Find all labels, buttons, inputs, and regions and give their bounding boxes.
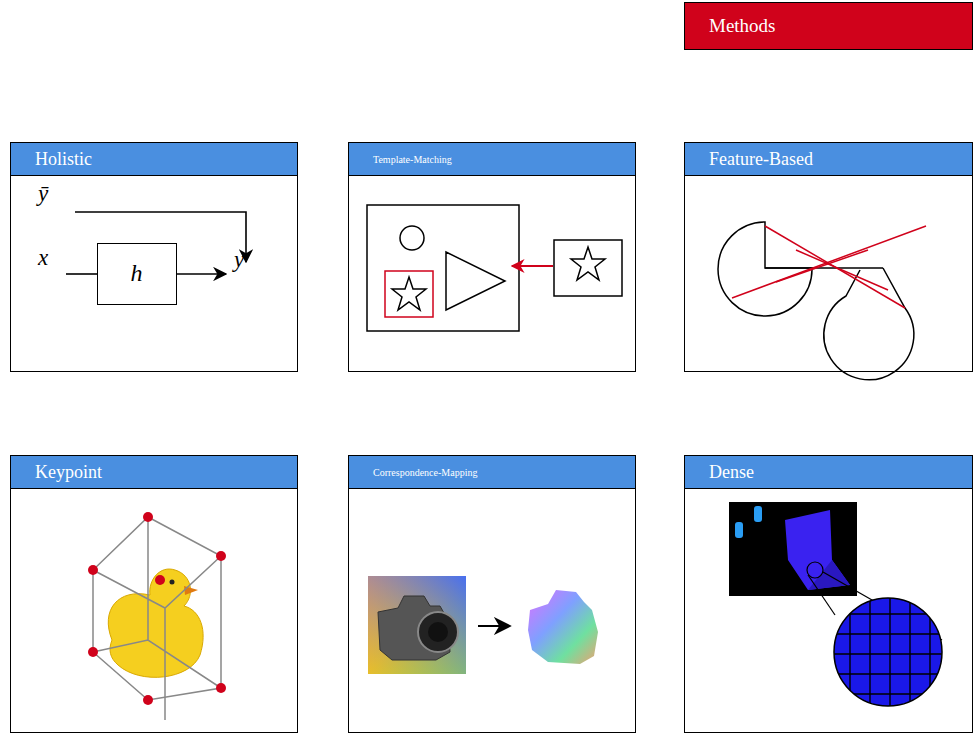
panel-title: Keypoint <box>35 462 102 483</box>
method-panel: Dense <box>684 455 973 733</box>
banner-title: Methods <box>709 15 776 37</box>
panel-header: Correspondence-Mapping <box>349 456 635 489</box>
function-box: h <box>97 243 177 305</box>
panel-header: Holistic <box>11 143 297 176</box>
keypoint-art <box>88 512 226 720</box>
section-banner: Methods <box>684 2 973 50</box>
function-name: h <box>131 260 143 287</box>
signal-label: x <box>38 245 48 271</box>
method-panel: Keypoint <box>10 455 298 733</box>
feature-based-art <box>718 222 926 380</box>
panel-title: Feature-Based <box>709 149 813 170</box>
method-panel: Correspondence-Mapping <box>348 455 636 733</box>
dense-art <box>729 502 945 710</box>
panel-title: Holistic <box>35 149 92 170</box>
method-panel: Feature-Based <box>684 142 973 372</box>
signal-label: ȳ <box>38 181 48 207</box>
method-panel: Template-Matching <box>348 142 636 372</box>
panel-header: Dense <box>685 456 972 489</box>
signal-label: y <box>234 247 244 273</box>
panel-header: Feature-Based <box>685 143 972 176</box>
panel-title: Correspondence-Mapping <box>373 467 477 478</box>
panel-title: Template-Matching <box>373 154 452 165</box>
method-panel: Holistic h <box>10 142 298 372</box>
panel-header: Template-Matching <box>349 143 635 176</box>
panel-header: Keypoint <box>11 456 297 489</box>
template-matching-art <box>367 205 622 331</box>
correspondence-art <box>368 576 598 674</box>
panel-title: Dense <box>709 462 754 483</box>
